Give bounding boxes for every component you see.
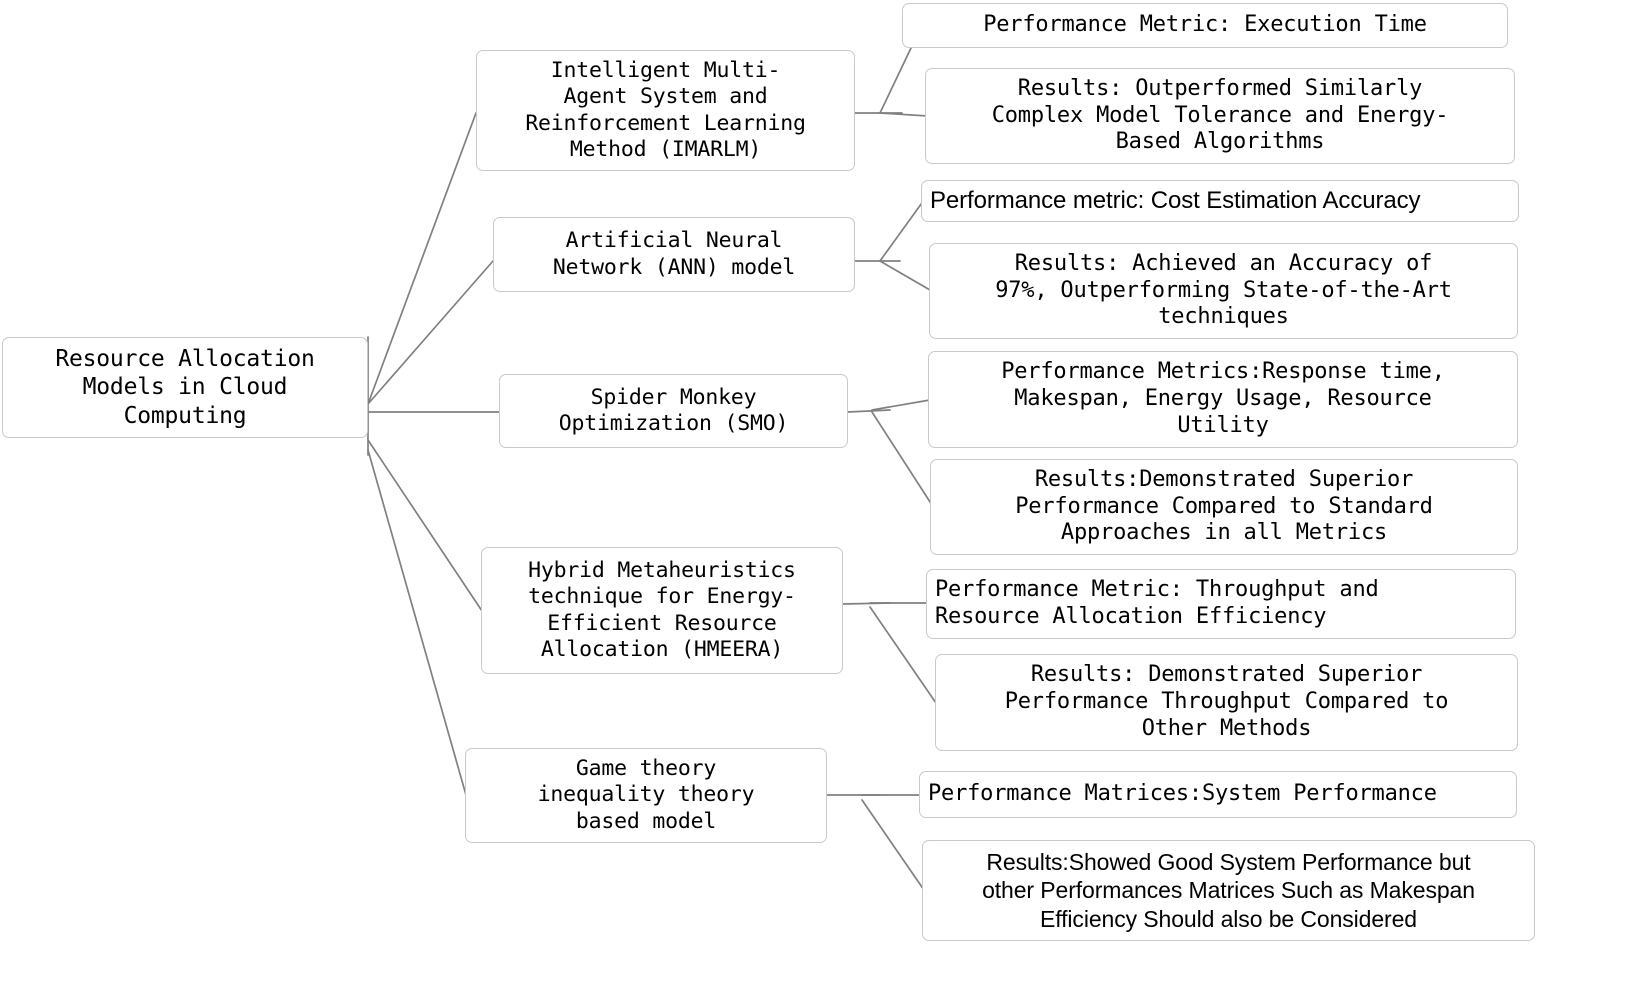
connector-root-to-model-1 xyxy=(367,112,477,405)
result-node-2[interactable]: Results: Achieved an Accuracy of 97%, Ou… xyxy=(929,243,1518,339)
root-node[interactable]: Resource Allocation Models in Cloud Comp… xyxy=(2,337,368,438)
metric-node-1[interactable]: Performance Metric: Execution Time xyxy=(902,3,1508,48)
model-node-2[interactable]: Artificial Neural Network (ANN) model xyxy=(493,217,855,292)
model-node-5[interactable]: Game theory inequality theory based mode… xyxy=(465,748,827,843)
result-node-1[interactable]: Results: Outperformed Similarly Complex … xyxy=(925,68,1515,164)
connector-model-1-to-result xyxy=(879,112,929,117)
connector-model-3-stem xyxy=(847,409,891,413)
connector-model-2-to-result xyxy=(879,260,931,291)
connector-model-4-stem xyxy=(842,602,891,605)
result-node-3[interactable]: Results:Demonstrated Superior Performanc… xyxy=(930,459,1518,555)
connector-model-5-to-result xyxy=(861,799,925,891)
metric-node-3[interactable]: Performance Metrics:Response time, Makes… xyxy=(928,351,1518,448)
metric-node-2[interactable]: Performance metric: Cost Estimation Accu… xyxy=(921,180,1519,222)
result-node-5[interactable]: Results:Showed Good System Performance b… xyxy=(922,840,1535,941)
connector-model-2-to-metric xyxy=(879,199,925,262)
model-node-3[interactable]: Spider Monkey Optimization (SMO) xyxy=(499,374,848,448)
model-node-4[interactable]: Hybrid Metaheuristics technique for Ener… xyxy=(481,547,843,674)
metric-node-5[interactable]: Performance Matrices:System Performance xyxy=(919,771,1517,818)
model-node-1[interactable]: Intelligent Multi- Agent System and Rein… xyxy=(476,50,855,171)
connector-model-3-to-result xyxy=(871,411,933,506)
result-node-4[interactable]: Results: Demonstrated Superior Performan… xyxy=(935,654,1518,751)
metric-node-4[interactable]: Performance Metric: Throughput and Resou… xyxy=(926,569,1516,639)
connector-model-3-to-metric xyxy=(871,399,931,411)
connector-root-to-model-2 xyxy=(367,260,494,405)
connector-root-to-model-4 xyxy=(367,439,483,612)
connector-root-to-model-5 xyxy=(367,449,467,796)
